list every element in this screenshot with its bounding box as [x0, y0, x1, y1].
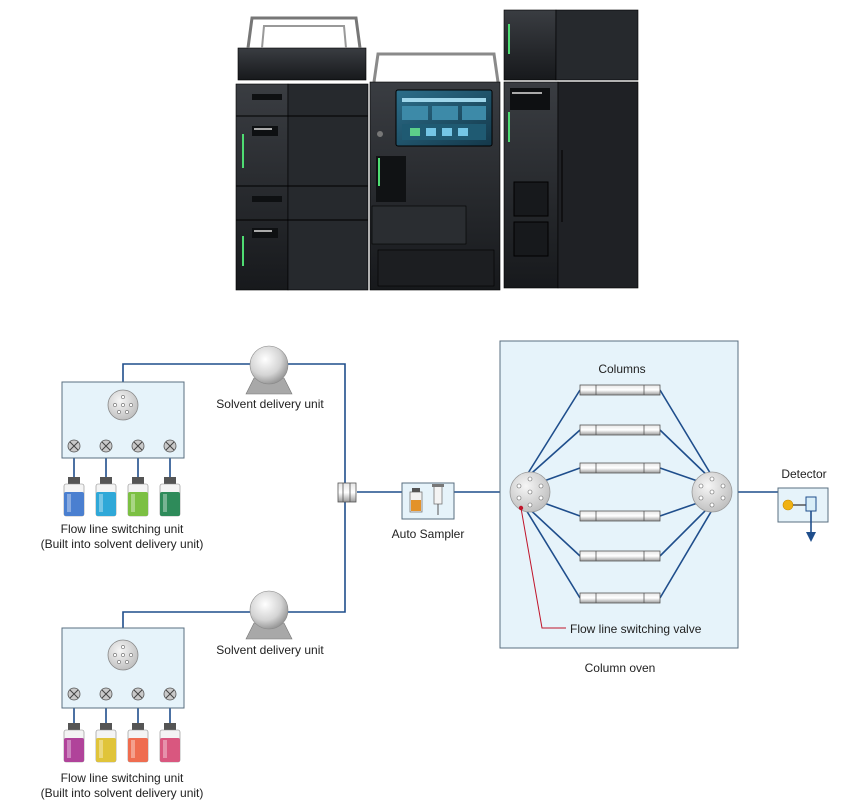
column-icon — [579, 550, 661, 562]
flow-line-pump-bottom-to-mixer — [122, 500, 346, 638]
solenoid-valve-icon — [131, 439, 145, 453]
label-auto-sampler: Auto Sampler — [392, 527, 465, 541]
solenoid-valve-icon — [67, 687, 81, 701]
pump-icon — [245, 345, 293, 395]
bottles-bottom — [63, 723, 181, 763]
column-icon — [579, 424, 661, 436]
solvent-bottle-icon — [127, 477, 149, 517]
pump-icon — [245, 590, 293, 640]
column-lines — [519, 389, 719, 599]
label-solvent-unit-top: Solvent delivery unit — [216, 397, 324, 411]
mixer-icon — [337, 482, 357, 503]
label-switch-unit-bottom-2: (Built into solvent delivery unit) — [41, 786, 204, 800]
label-column-oven: Column oven — [585, 661, 656, 675]
solvent-bottle-icon — [95, 723, 117, 763]
label-columns: Columns — [598, 362, 645, 376]
solenoid-valve-icon — [131, 687, 145, 701]
label-switch-unit-bottom-1: Flow line switching unit — [61, 771, 184, 785]
label-switch-unit-top-1: Flow line switching unit — [61, 522, 184, 536]
hplc-instrument-photo — [235, 9, 639, 291]
bottles-top — [63, 477, 181, 517]
column-icon — [579, 384, 661, 396]
right-tower — [503, 9, 639, 289]
solvent-bottle-icon — [159, 477, 181, 517]
label-solvent-unit-bottom: Solvent delivery unit — [216, 643, 324, 657]
solvent-bottle-icon — [63, 477, 85, 517]
column-icon — [579, 592, 661, 604]
middle-unit — [369, 52, 501, 291]
rotary-valve-icon — [107, 389, 139, 421]
solvent-bottle-icon — [63, 723, 85, 763]
solenoid-valve-icon — [67, 439, 81, 453]
label-detector: Detector — [781, 467, 826, 481]
left-tower — [235, 16, 369, 291]
switch-valves-top — [67, 439, 177, 453]
label-switch-unit-top-2: (Built into solvent delivery unit) — [41, 537, 204, 551]
switch-valves-bottom — [67, 687, 177, 701]
solvent-bottle-icon — [159, 723, 181, 763]
switching-valve-pointer — [520, 507, 566, 629]
solenoid-valve-icon — [163, 687, 177, 701]
solvent-bottle-icon — [95, 477, 117, 517]
column-icon — [579, 462, 661, 474]
flow-line-pump-top-to-mixer — [122, 363, 346, 484]
switching-valve-right — [691, 471, 733, 513]
switching-valve-left — [509, 471, 551, 513]
solvent-bottle-icon — [127, 723, 149, 763]
solenoid-valve-icon — [99, 687, 113, 701]
solenoid-valve-icon — [99, 439, 113, 453]
solenoid-valve-icon — [163, 439, 177, 453]
rotary-valve-icon — [107, 639, 139, 671]
columns — [579, 384, 661, 604]
detector-icon — [777, 487, 829, 542]
column-icon — [579, 510, 661, 522]
label-switching-valve: Flow line switching valve — [570, 622, 702, 636]
auto-sampler-icon — [401, 482, 455, 520]
